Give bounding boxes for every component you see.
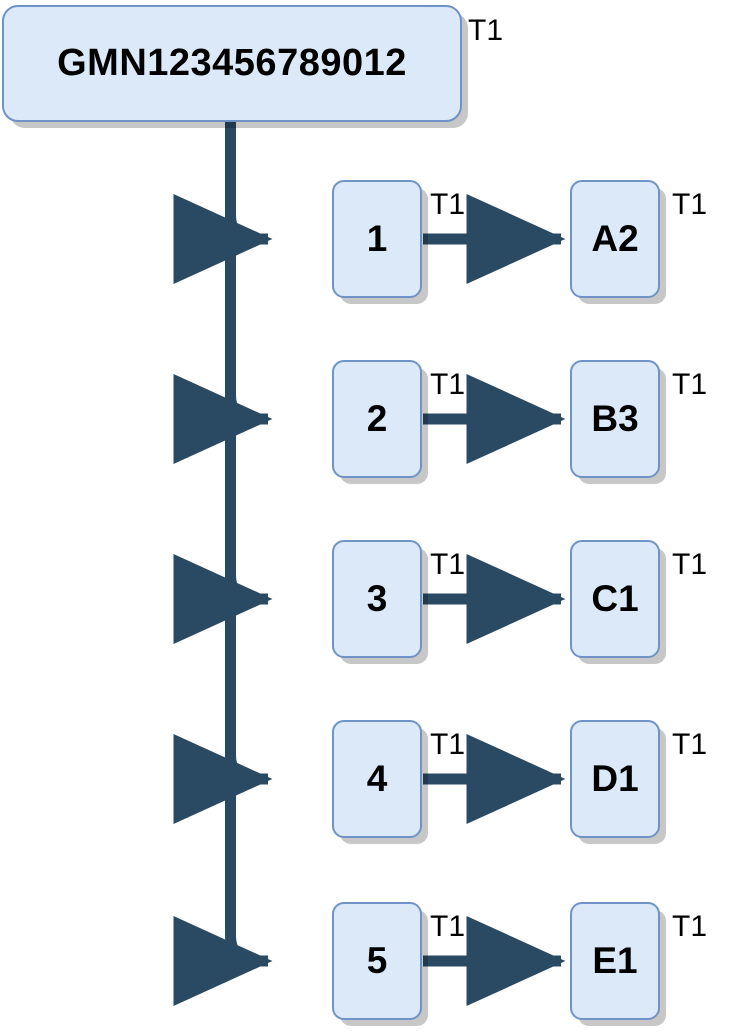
root-trunk-line <box>173 120 273 1007</box>
node-mid-2[interactable]: 2 <box>332 360 422 478</box>
mid-tag-label-3: T1 <box>430 548 466 581</box>
mid-tag-label-5: T1 <box>430 910 466 943</box>
mid-tag-label-4: T1 <box>430 728 466 761</box>
branch-connector <box>173 373 273 465</box>
branch-connector <box>173 733 273 825</box>
node-leaf-4[interactable]: D1 <box>570 720 660 838</box>
leaf-tag-label-3: T1 <box>672 548 708 581</box>
node-mid-3[interactable]: 3 <box>332 540 422 658</box>
node-leaf-3[interactable]: C1 <box>570 540 660 658</box>
node-leaf-2[interactable]: B3 <box>570 360 660 478</box>
branch-connector <box>173 553 273 645</box>
node-mid-1[interactable]: 1 <box>332 180 422 298</box>
node-mid-4[interactable]: 4 <box>332 720 422 838</box>
branch-connector <box>173 193 273 285</box>
node-leaf-1[interactable]: A2 <box>570 180 660 298</box>
leaf-tag-label-4: T1 <box>672 728 708 761</box>
leaf-tag-label-2: T1 <box>672 368 708 401</box>
leaf-tag-label-5: T1 <box>672 910 708 943</box>
node-leaf-5[interactable]: E1 <box>570 902 660 1020</box>
mid-tag-label-1: T1 <box>430 188 466 221</box>
leaf-tag-label-1: T1 <box>672 188 708 221</box>
node-mid-5[interactable]: 5 <box>332 902 422 1020</box>
node-root[interactable]: GMN123456789012 <box>2 5 462 122</box>
root-tag-label: T1 <box>468 14 504 47</box>
mid-tag-label-2: T1 <box>430 368 466 401</box>
